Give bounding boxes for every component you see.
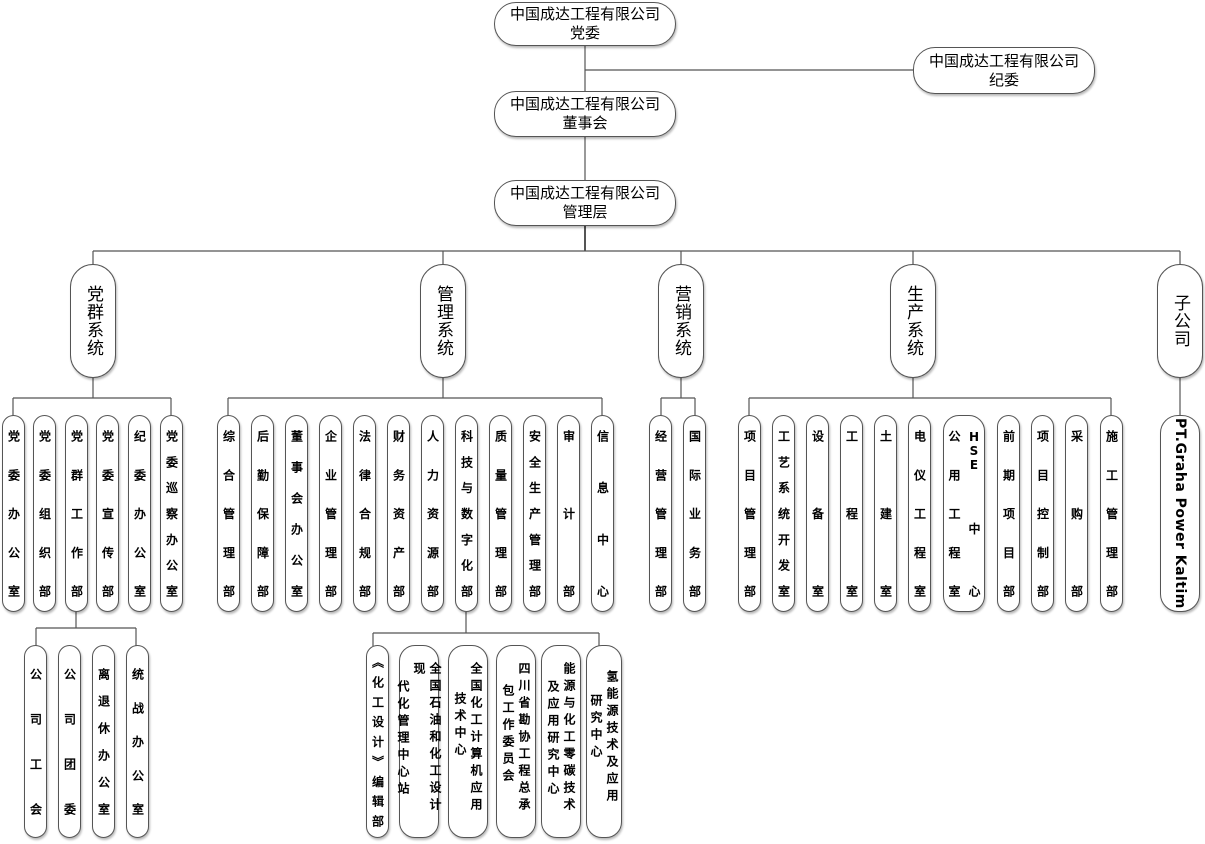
dept-info-center: 信息中心 — [591, 415, 614, 612]
sub-chem-design-editorial: 《化工设计》编辑部 — [366, 645, 389, 838]
party-committee-node: 中国成达工程有限公司 党委 — [494, 2, 676, 46]
dept-logistics: 后勤保障部 — [251, 415, 274, 612]
system-party: 党群系统 — [70, 264, 116, 378]
sub-youth-league: 公司团委 — [58, 645, 81, 838]
board-line1: 中国成达工程有限公司 — [509, 95, 660, 113]
system-management: 管理系统 — [420, 264, 466, 378]
dept-equipment: 设备室 — [806, 415, 829, 612]
dept-project-control: 项目控制部 — [1031, 415, 1054, 612]
subsidiary-pt-graha-power-kaltim: PT.Graha Power Kaltim — [1160, 415, 1200, 612]
dept-enterprise-management: 企业管理部 — [319, 415, 342, 612]
management-node: 中国成达工程有限公司 管理层 — [494, 180, 676, 226]
dept-business-management: 经营管理部 — [649, 415, 672, 612]
dept-utilities-and-hse: 公用工程室 HSE中心 — [943, 415, 985, 612]
system-management-label: 管理系统 — [433, 285, 453, 357]
system-production: 生产系统 — [890, 264, 936, 378]
system-party-label: 党群系统 — [83, 285, 103, 357]
board-line2: 董事会 — [562, 114, 608, 132]
dept-utilities-label: 公用工程室 — [947, 430, 961, 597]
dept-civil: 土建室 — [874, 415, 897, 612]
dept-construction-management: 施工管理部 — [1100, 415, 1123, 612]
party-committee-line2: 党委 — [569, 24, 600, 42]
dept-finance-assets: 财务资产部 — [387, 415, 410, 612]
system-subsidiary: 子公司 — [1157, 264, 1203, 378]
discipline-committee-line2: 纪委 — [988, 70, 1019, 89]
sub-computer-application-center: 全国化工计算机应用 技术中心 — [448, 645, 488, 838]
dept-party-office: 党委办公室 — [2, 415, 25, 612]
dept-procurement: 采购部 — [1065, 415, 1088, 612]
sub-hydrogen-research-center: 氢能源技术及应用 研究中心 — [586, 645, 622, 838]
discipline-committee-line1: 中国成达工程有限公司 — [928, 51, 1079, 70]
system-production-label: 生产系统 — [903, 285, 923, 357]
sub-retirees-office: 离退休办公室 — [92, 645, 115, 838]
system-subsidiary-label: 子公司 — [1170, 294, 1190, 348]
dept-engineering: 工程室 — [840, 415, 863, 612]
dept-legal-compliance: 法律合规部 — [353, 415, 376, 612]
board-node: 中国成达工程有限公司 董事会 — [494, 91, 676, 137]
system-sales: 营销系统 — [658, 264, 704, 378]
dept-party-publicity: 党委宣传部 — [96, 415, 119, 612]
dept-human-resources: 人力资源部 — [421, 415, 444, 612]
discipline-committee-node: 中国成达工程有限公司 纪委 — [913, 47, 1095, 94]
dept-international-business: 国际业务部 — [683, 415, 706, 612]
sub-united-front-office: 统战办公室 — [126, 645, 149, 838]
dept-party-organization: 党委组织部 — [33, 415, 56, 612]
sub-sichuan-epc-committee: 四川省勘协工程总承 包工作委员会 — [496, 645, 536, 838]
dept-hse-label: HSE中心 — [967, 430, 981, 597]
dept-electrical-instrument: 电仪工程室 — [908, 415, 931, 612]
dept-general-management: 综合管理部 — [217, 415, 240, 612]
dept-party-mass-work: 党群工作部 — [65, 415, 88, 612]
management-line1: 中国成达工程有限公司 — [509, 184, 660, 202]
sub-zero-carbon-research-center: 能源与化工零碳技术 及应用研究中心 — [541, 645, 581, 838]
dept-party-inspection: 党委巡察办公室 — [160, 415, 183, 612]
management-line2: 管理层 — [562, 203, 608, 221]
dept-quality-management: 质量管理部 — [489, 415, 512, 612]
dept-discipline-office: 纪委办公室 — [128, 415, 151, 612]
dept-project-management: 项目管理部 — [738, 415, 761, 612]
dept-safety-management: 安全生产管理部 — [523, 415, 546, 612]
sub-design-modernization-center: 全国石油和化工设计现 代化管理中心站 — [396, 645, 442, 838]
dept-process-system-dev: 工艺系统开发室 — [772, 415, 795, 612]
system-sales-label: 营销系统 — [671, 285, 691, 357]
dept-audit: 审计部 — [557, 415, 580, 612]
dept-preliminary-projects: 前期项目部 — [997, 415, 1020, 612]
sub-union: 公司工会 — [24, 645, 47, 838]
dept-tech-digital: 科技与数字化部 — [455, 415, 478, 612]
dept-board-office: 董事会办公室 — [285, 415, 308, 612]
party-committee-line1: 中国成达工程有限公司 — [509, 5, 660, 23]
